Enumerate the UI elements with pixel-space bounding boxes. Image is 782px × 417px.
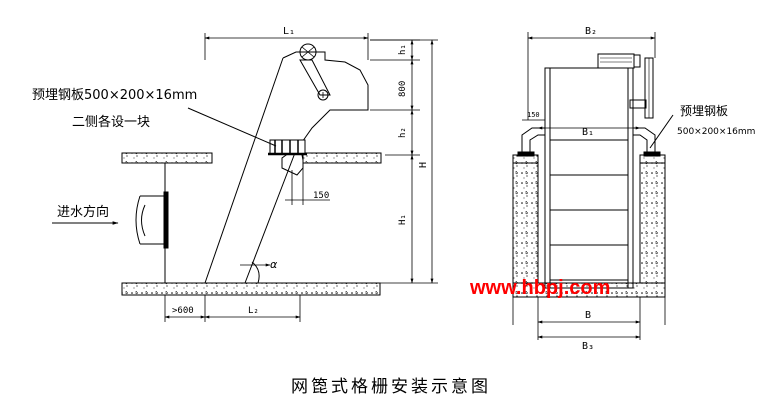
front-screen-frame	[544, 67, 634, 289]
dim-B3-label: B₃	[582, 341, 594, 352]
dim-600-label: >600	[172, 306, 194, 316]
plate-note-left-line2: 二侧各设一块	[72, 114, 150, 130]
dim-800-label: 800	[398, 81, 408, 97]
dim-bottom	[164, 295, 301, 322]
channel-wall-left	[512, 162, 539, 284]
channel-base	[512, 282, 666, 298]
inclined-screen-frame	[204, 43, 369, 284]
drive-unit	[597, 53, 654, 119]
upper-floor-slab	[121, 152, 213, 164]
upper-floor-slab-right	[302, 152, 382, 164]
dim-H1-label: H₁	[398, 214, 408, 225]
dim-B-label: B	[585, 310, 591, 321]
figure-caption: 网箆式格栅安装示意图	[291, 377, 491, 397]
dim-150-left-label: 150	[313, 191, 329, 201]
inlet-pipe	[135, 191, 169, 249]
side-view	[52, 33, 438, 322]
dim-L2-label: L₂	[248, 306, 259, 316]
flow-direction-label: 进水方向	[57, 204, 109, 220]
dim-H-label: H	[418, 162, 429, 168]
dim-vertical-chain	[370, 39, 438, 284]
channel-wall-right	[639, 162, 666, 284]
dim-h2-label: h₂	[398, 127, 408, 138]
plate-note-right-line1: 预埋钢板	[680, 104, 728, 118]
plate-leader-right	[649, 114, 674, 149]
dim-150-left	[285, 168, 330, 205]
dim-B2-label: B₂	[585, 26, 597, 37]
watermark-url: www.hbpj.com	[469, 277, 610, 299]
angle-alpha-label: α	[270, 258, 278, 271]
plate-note-right-line2: 500×200×16mm	[677, 127, 755, 137]
dim-L1-label: L₁	[283, 26, 295, 37]
angle-arc	[251, 261, 260, 284]
dim-L1	[204, 33, 369, 60]
front-view	[512, 32, 674, 340]
embedded-plate	[268, 139, 307, 156]
channel-bottom-slab	[121, 282, 381, 296]
dim-B1-label: B₁	[582, 127, 594, 138]
dim-h1-label: h₁	[398, 44, 408, 55]
plate-note-left-line1: 预埋钢板500×200×16mm	[32, 88, 197, 103]
dim-150-right-label: 150	[527, 111, 540, 119]
plate-leader	[187, 107, 277, 147]
